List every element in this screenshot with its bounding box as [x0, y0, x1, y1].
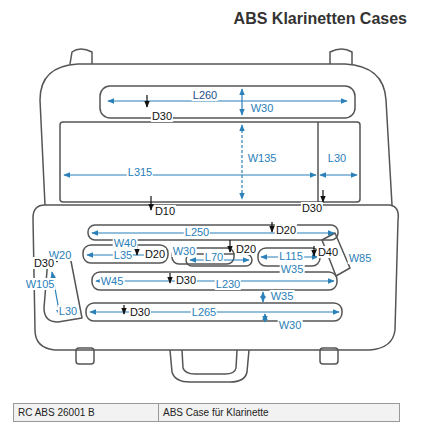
dimension-label: W30: [172, 245, 197, 257]
dimension-label: L30: [58, 305, 78, 317]
dimension-label: L70: [204, 251, 224, 263]
dimension-label: W30: [278, 319, 303, 331]
dimension-label: L115: [278, 250, 304, 262]
dimension-label: L35: [113, 249, 133, 261]
dimension-label: D30: [175, 274, 197, 286]
table-cell: ABS Case für Klarinette: [163, 407, 269, 419]
dimension-label: W105: [25, 278, 56, 290]
dimension-label: D20: [144, 248, 166, 260]
dimension-label: D20: [235, 243, 257, 255]
table-cell: RC ABS 26001 B: [18, 407, 95, 419]
page-title: ABS Klarinetten Cases: [234, 10, 407, 28]
dimension-label: L315: [127, 166, 153, 178]
dimension-label: L30: [327, 152, 347, 164]
dimension-label: L250: [184, 226, 210, 238]
dimension-label: D20: [275, 224, 297, 236]
dimension-label: W40: [113, 237, 138, 249]
dimension-label: W135: [247, 152, 278, 164]
dimension-label: W85: [348, 252, 373, 264]
dimension-label: D30: [151, 110, 173, 122]
dimension-label: L265: [191, 306, 217, 318]
dimension-label: D30: [129, 306, 151, 318]
dimension-label: L230: [215, 278, 241, 290]
dimension-label: W45: [100, 275, 125, 287]
dimension-label: D30: [301, 202, 323, 214]
dimension-label: D10: [154, 205, 176, 217]
dimension-label: W35: [270, 290, 295, 302]
dimension-label: D40: [317, 246, 339, 258]
dimension-label: L260: [192, 89, 218, 101]
dimension-label: D30: [33, 257, 55, 269]
dimension-label: W35: [280, 263, 305, 275]
dimension-label: W30: [250, 102, 275, 114]
